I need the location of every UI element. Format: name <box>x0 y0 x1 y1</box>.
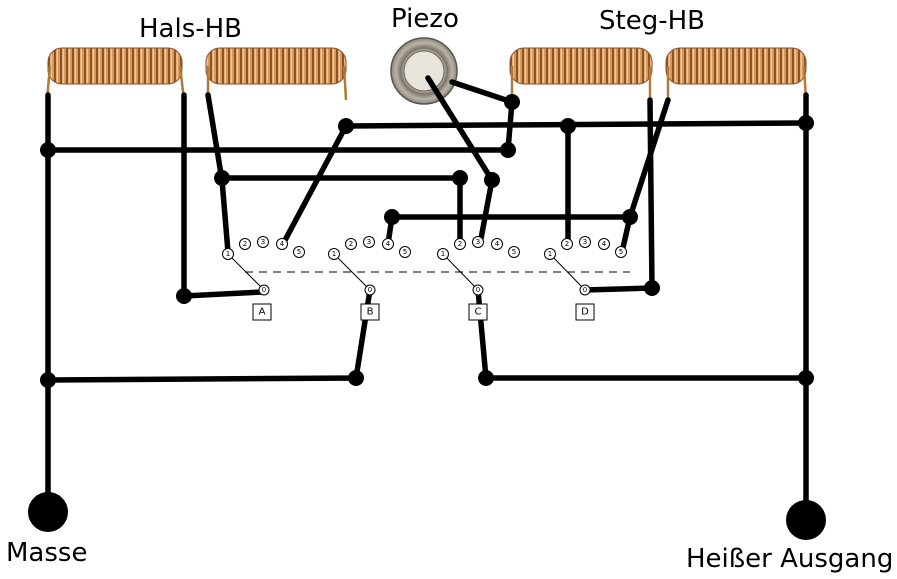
switch-common-number: 0 <box>368 286 372 294</box>
piezo-disc <box>390 37 458 105</box>
switch-contact <box>598 238 610 250</box>
switch-common-number: 0 <box>262 286 266 294</box>
switch-letter: B <box>367 307 374 318</box>
switch-contact <box>345 238 357 250</box>
switch-contact <box>293 246 305 258</box>
switch-contact-number: 3 <box>476 238 480 246</box>
switch-common-contact <box>258 284 270 296</box>
switch-contact <box>508 246 520 258</box>
switch-contact-number: 5 <box>619 248 623 256</box>
wire-bus-125 <box>343 120 809 129</box>
switch-contact <box>363 236 375 248</box>
switch-common-contact <box>364 284 376 296</box>
switch-contact <box>257 236 269 248</box>
junctions <box>40 94 814 388</box>
switch-contact-number: 3 <box>261 238 265 246</box>
switch-section-d: 1 2 3 4 5 0D <box>544 236 627 321</box>
switch-common-number: 0 <box>583 286 587 294</box>
switch-contact <box>491 238 503 250</box>
switch-contact-number: 2 <box>243 240 247 248</box>
switch-contact-number: 4 <box>495 240 500 248</box>
wire-bus-217 <box>385 214 633 247</box>
switch-section-c: 1 2 3 4 5 0C <box>437 236 520 321</box>
bridge-pickup-coil-1 <box>509 47 653 100</box>
wire-bridge1-to-d <box>582 97 655 293</box>
wire-neck2-to-a4 <box>280 123 349 247</box>
switch-common-number: 0 <box>476 286 480 294</box>
switch-contact-number: 1 <box>548 250 552 258</box>
switch-contact <box>437 248 449 260</box>
switch-contact-number: 5 <box>297 248 301 256</box>
switch-contact-number: 1 <box>226 250 230 258</box>
ground-label: Masse <box>6 538 88 568</box>
switch-contact-number: 2 <box>458 240 462 248</box>
hot-output-terminal <box>786 500 826 540</box>
switch-common-contact <box>472 284 484 296</box>
switch-contact <box>454 238 466 250</box>
wire-b-to-ground <box>45 287 373 383</box>
switch-contact-number: 1 <box>441 250 445 258</box>
switch-letter: A <box>259 307 266 318</box>
wire-bus-178 <box>219 175 463 247</box>
switch-contact-number: 3 <box>367 238 371 246</box>
switch-contact <box>276 238 288 250</box>
switch-contact-number: 5 <box>512 248 516 256</box>
switch-contact-number: 3 <box>583 238 587 246</box>
switch-letter-box <box>252 303 272 321</box>
switch-contact <box>544 248 556 260</box>
switch-contact <box>222 248 234 260</box>
switch-letter: C <box>475 307 482 318</box>
wires <box>45 75 809 523</box>
switch-contact-number: 1 <box>332 250 336 258</box>
rotary-switch: 1 2 3 4 5 0A 1 2 3 4 5 0B 1 2 3 4 5 0C 1 2 3 4 5 0D <box>222 236 627 321</box>
switch-contact-number: 4 <box>280 240 285 248</box>
neck-pickup-label: Hals-HB <box>139 14 243 44</box>
switch-section-b: 1 2 3 4 5 0B <box>328 236 411 321</box>
hot-output-label: Heißer Ausgang <box>686 544 894 574</box>
switch-contact <box>561 238 573 250</box>
switch-common-contact <box>579 284 591 296</box>
switch-contact-number: 5 <box>403 248 407 256</box>
ground-terminal <box>28 492 68 532</box>
switch-contact <box>472 236 484 248</box>
switch-contact <box>328 248 340 260</box>
switch-contact <box>399 246 411 258</box>
switch-contact-number: 4 <box>602 240 607 248</box>
switch-letter: D <box>581 307 589 318</box>
switch-contact-number: 4 <box>386 240 391 248</box>
switch-contact <box>579 236 591 248</box>
piezo-label: Piezo <box>391 4 459 34</box>
switch-contact <box>239 238 251 250</box>
switch-contact <box>382 238 394 250</box>
switch-contact <box>615 246 627 258</box>
switch-letter-box <box>468 303 488 321</box>
wire-c-to-hot <box>475 287 809 381</box>
wire-bridge1-lead <box>505 99 515 153</box>
switch-letter-box <box>360 303 380 321</box>
neck-pickup-coil-1 <box>45 47 186 101</box>
bridge-pickup-label: Steg-HB <box>599 6 705 36</box>
switch-contact-number: 2 <box>565 240 569 248</box>
switch-contact-number: 2 <box>349 240 353 248</box>
switch-section-a: 1 2 3 4 5 0A <box>222 236 305 321</box>
bridge-pickup-coil-2 <box>665 47 808 101</box>
neck-pickup-coil-2 <box>205 47 348 101</box>
switch-letter-box <box>575 303 595 321</box>
wire-piezo-to-bridge <box>449 79 515 105</box>
